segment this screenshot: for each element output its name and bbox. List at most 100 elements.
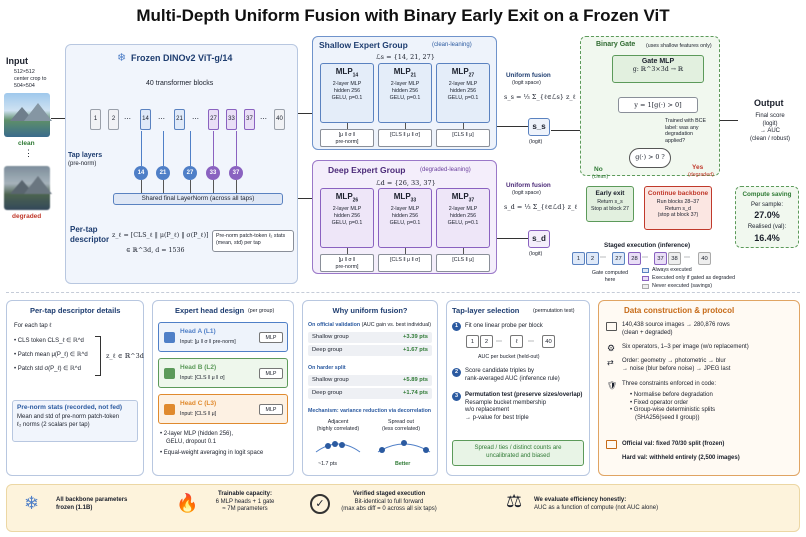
gate-mlp-title: Gate MLP	[641, 58, 675, 65]
expert-head: Head C (L3)Input: [CLS ‖ μ]MLP	[158, 394, 288, 424]
gate-note: Trained with BCE label: was any degradat…	[665, 118, 717, 144]
frozen-icon: ❄	[24, 493, 40, 513]
legend-swatch-always	[642, 268, 649, 273]
footer-2-l3: ≈ 7M parameters	[222, 506, 268, 512]
patch-stats-box: Pre-norm patch-token ℓ₂ stats (mean, std…	[212, 230, 294, 252]
staged-ellipsis: ⋯	[642, 255, 648, 261]
head-bullet-1-text: 2-layer MLP (hidden 256),	[163, 431, 234, 437]
why-harder-rows: Shallow group+5.89 pts Deep group+1.74 p…	[302, 375, 438, 403]
mlp-line: GELU, p=0.1	[331, 219, 363, 226]
arrow-to-deep	[298, 198, 312, 199]
snowflake-icon: ❄	[117, 52, 127, 64]
why-official-row-2-value: +1.67 pts	[403, 347, 428, 353]
shallow-set: ℒs = {14, 21, 27}	[376, 53, 435, 61]
constraint-3b: (SHA256(seed ‖ group))	[635, 414, 700, 421]
official-val: Official val: fixed 70/30 split (frozen)	[622, 441, 725, 447]
legend-never: Never executed (savings)	[652, 283, 713, 289]
arrow-to-gate	[551, 130, 580, 131]
mlp-line: hidden 256	[449, 212, 477, 219]
descriptor-item-1-text: CLS token CLS_ℓ ∈ ℝ^d	[17, 338, 84, 344]
mlp-index: 26	[352, 197, 359, 204]
footer-3-l2: Bit-identical to full forward	[354, 498, 424, 505]
tap-circle: 37	[229, 166, 243, 180]
patch-stats-text: Pre-norm patch-token ℓ₂ stats	[216, 233, 286, 239]
shallow-title: Shallow Expert Group	[319, 40, 408, 50]
constraints-list: • Normalise before degradation • Fixed o…	[630, 392, 715, 422]
prenorm-box: Pre-norm stats (recorded, not fed) Mean …	[12, 400, 138, 442]
why-spread-sub: (less correlated)	[382, 425, 420, 432]
output-l2: (logit)	[762, 120, 778, 127]
why-official-row-1-value: +3.39 pts	[403, 334, 428, 340]
gate-mlp-box: Gate MLP g: ℝ^3×3d → ℝ	[612, 55, 704, 83]
token-block: 37	[244, 109, 255, 130]
compute-title: Compute saving	[742, 191, 792, 198]
descriptor-item-1: • CLS token CLS_ℓ ∈ ℝ^d	[14, 338, 84, 344]
section-divider	[6, 292, 800, 293]
expert-head: Head A (L1)Input: [μ ‖ σ ‖ pre-norm]MLP	[158, 322, 288, 352]
token-block: 21	[174, 109, 185, 130]
footer-2: Trainable capacity: 6 MLP heads + 1 gate…	[200, 491, 290, 514]
data-item-3-l2: → noise (blur before noise) → JPEG last	[622, 365, 731, 372]
token-block: 1	[90, 109, 101, 130]
shallow-fusion-title: Uniform fusion	[506, 72, 551, 79]
deep-fusion-formula: s_d = ⅓ Σ_{ℓ∈ℒd} z_ℓ	[504, 203, 578, 211]
tap-connector	[163, 131, 164, 166]
why-harder-row-1-value: +5.89 pts	[403, 377, 428, 383]
head-mlp-tag: MLP	[259, 368, 283, 379]
tap-connector	[141, 131, 142, 166]
constraint-1: • Normalise before degradation	[630, 392, 713, 398]
gate-decision: g(·) > 0 ?	[629, 148, 671, 168]
gate-computed-2: here	[604, 276, 616, 283]
tap-selection-tag: (permutation test)	[533, 308, 575, 314]
footer-2-l1: Trainable capacity:	[217, 491, 273, 497]
early-exit-box: Early exit Return s_s Stop at block 27	[586, 186, 634, 222]
input-heading: Input	[6, 56, 28, 66]
why-adj-value: ~1.7 pts	[318, 461, 337, 467]
mlp-input-box: [μ ‖ σ ‖pre-norm]	[320, 129, 374, 147]
step-1-icon: 1	[452, 322, 461, 331]
output-l1: Final score	[755, 113, 785, 119]
step-1-note: AUC per bucket (held-out)	[478, 354, 540, 360]
why-official-tag: (AUC gain vs. best individual)	[361, 322, 432, 328]
why-official-rows: Shallow group+3.39 pts Deep group+1.67 p…	[302, 332, 438, 360]
constraint-1-text: Normalise before degradation	[633, 392, 713, 398]
mlp-input-box: [CLS ‖ μ]	[436, 129, 490, 147]
gate-mlp-formula: g: ℝ^3×3d → ℝ	[632, 66, 684, 73]
mlp-line: 2-layer MLP	[448, 81, 478, 88]
footer-4-l2: AUC as a function of compute (not AUC al…	[534, 504, 659, 511]
clean-label: clean	[18, 140, 35, 147]
data-item-1: 140,438 source images → 280,876 rows (cl…	[622, 322, 730, 337]
head-input: Input: [CLS ‖ μ ‖ σ]	[180, 375, 225, 381]
head-design-title: Expert head design	[175, 306, 245, 315]
output-l3: → AUC	[759, 128, 780, 134]
deep-fusion-sub: (logit space)	[512, 190, 541, 196]
scale-icon: ⚖	[506, 491, 523, 511]
tap-connector	[213, 131, 214, 166]
blocks-label: 40 transformer blocks	[146, 80, 214, 87]
selection-block: 1	[466, 335, 479, 348]
mlp-line: 2-layer MLP	[332, 206, 362, 213]
staged-block: 28	[628, 252, 641, 265]
head-swatch	[164, 332, 175, 343]
tap-circle: 21	[156, 166, 170, 180]
mlp-line: GELU, p=0.1	[331, 94, 363, 101]
data-item-3: Order: geometry → photometric → blur → n…	[622, 358, 730, 373]
mlp-name: MLP33	[393, 192, 417, 204]
why-spread: Spread out (less correlated)	[370, 419, 432, 432]
spread-dot-1	[379, 447, 385, 453]
shallow-fusion-sub: (logit space)	[512, 80, 541, 86]
legend-always: Always executed	[652, 267, 692, 273]
gate-note-1: Trained with BCE	[665, 118, 707, 124]
staged-ellipsis: ⋯	[600, 255, 606, 261]
step-3-l1: Permutation test (preserve sizes/overlap…	[465, 392, 583, 398]
mlp-line: hidden 256	[391, 87, 419, 94]
mlp-input-arrow	[463, 248, 464, 254]
prenorm-text-1: Mean and std of pre-norm patch-token	[17, 414, 120, 420]
early-exit-title: Early exit	[595, 190, 625, 197]
step-3-l2: Resample bucket membership	[465, 399, 547, 406]
why-harder-row-2-label: Deep group	[312, 390, 343, 396]
descriptor-details-panel	[6, 300, 144, 476]
shallow-fusion-formula: s_s = ⅓ Σ_{ℓ∈ℒs} z_ℓ	[504, 93, 576, 101]
